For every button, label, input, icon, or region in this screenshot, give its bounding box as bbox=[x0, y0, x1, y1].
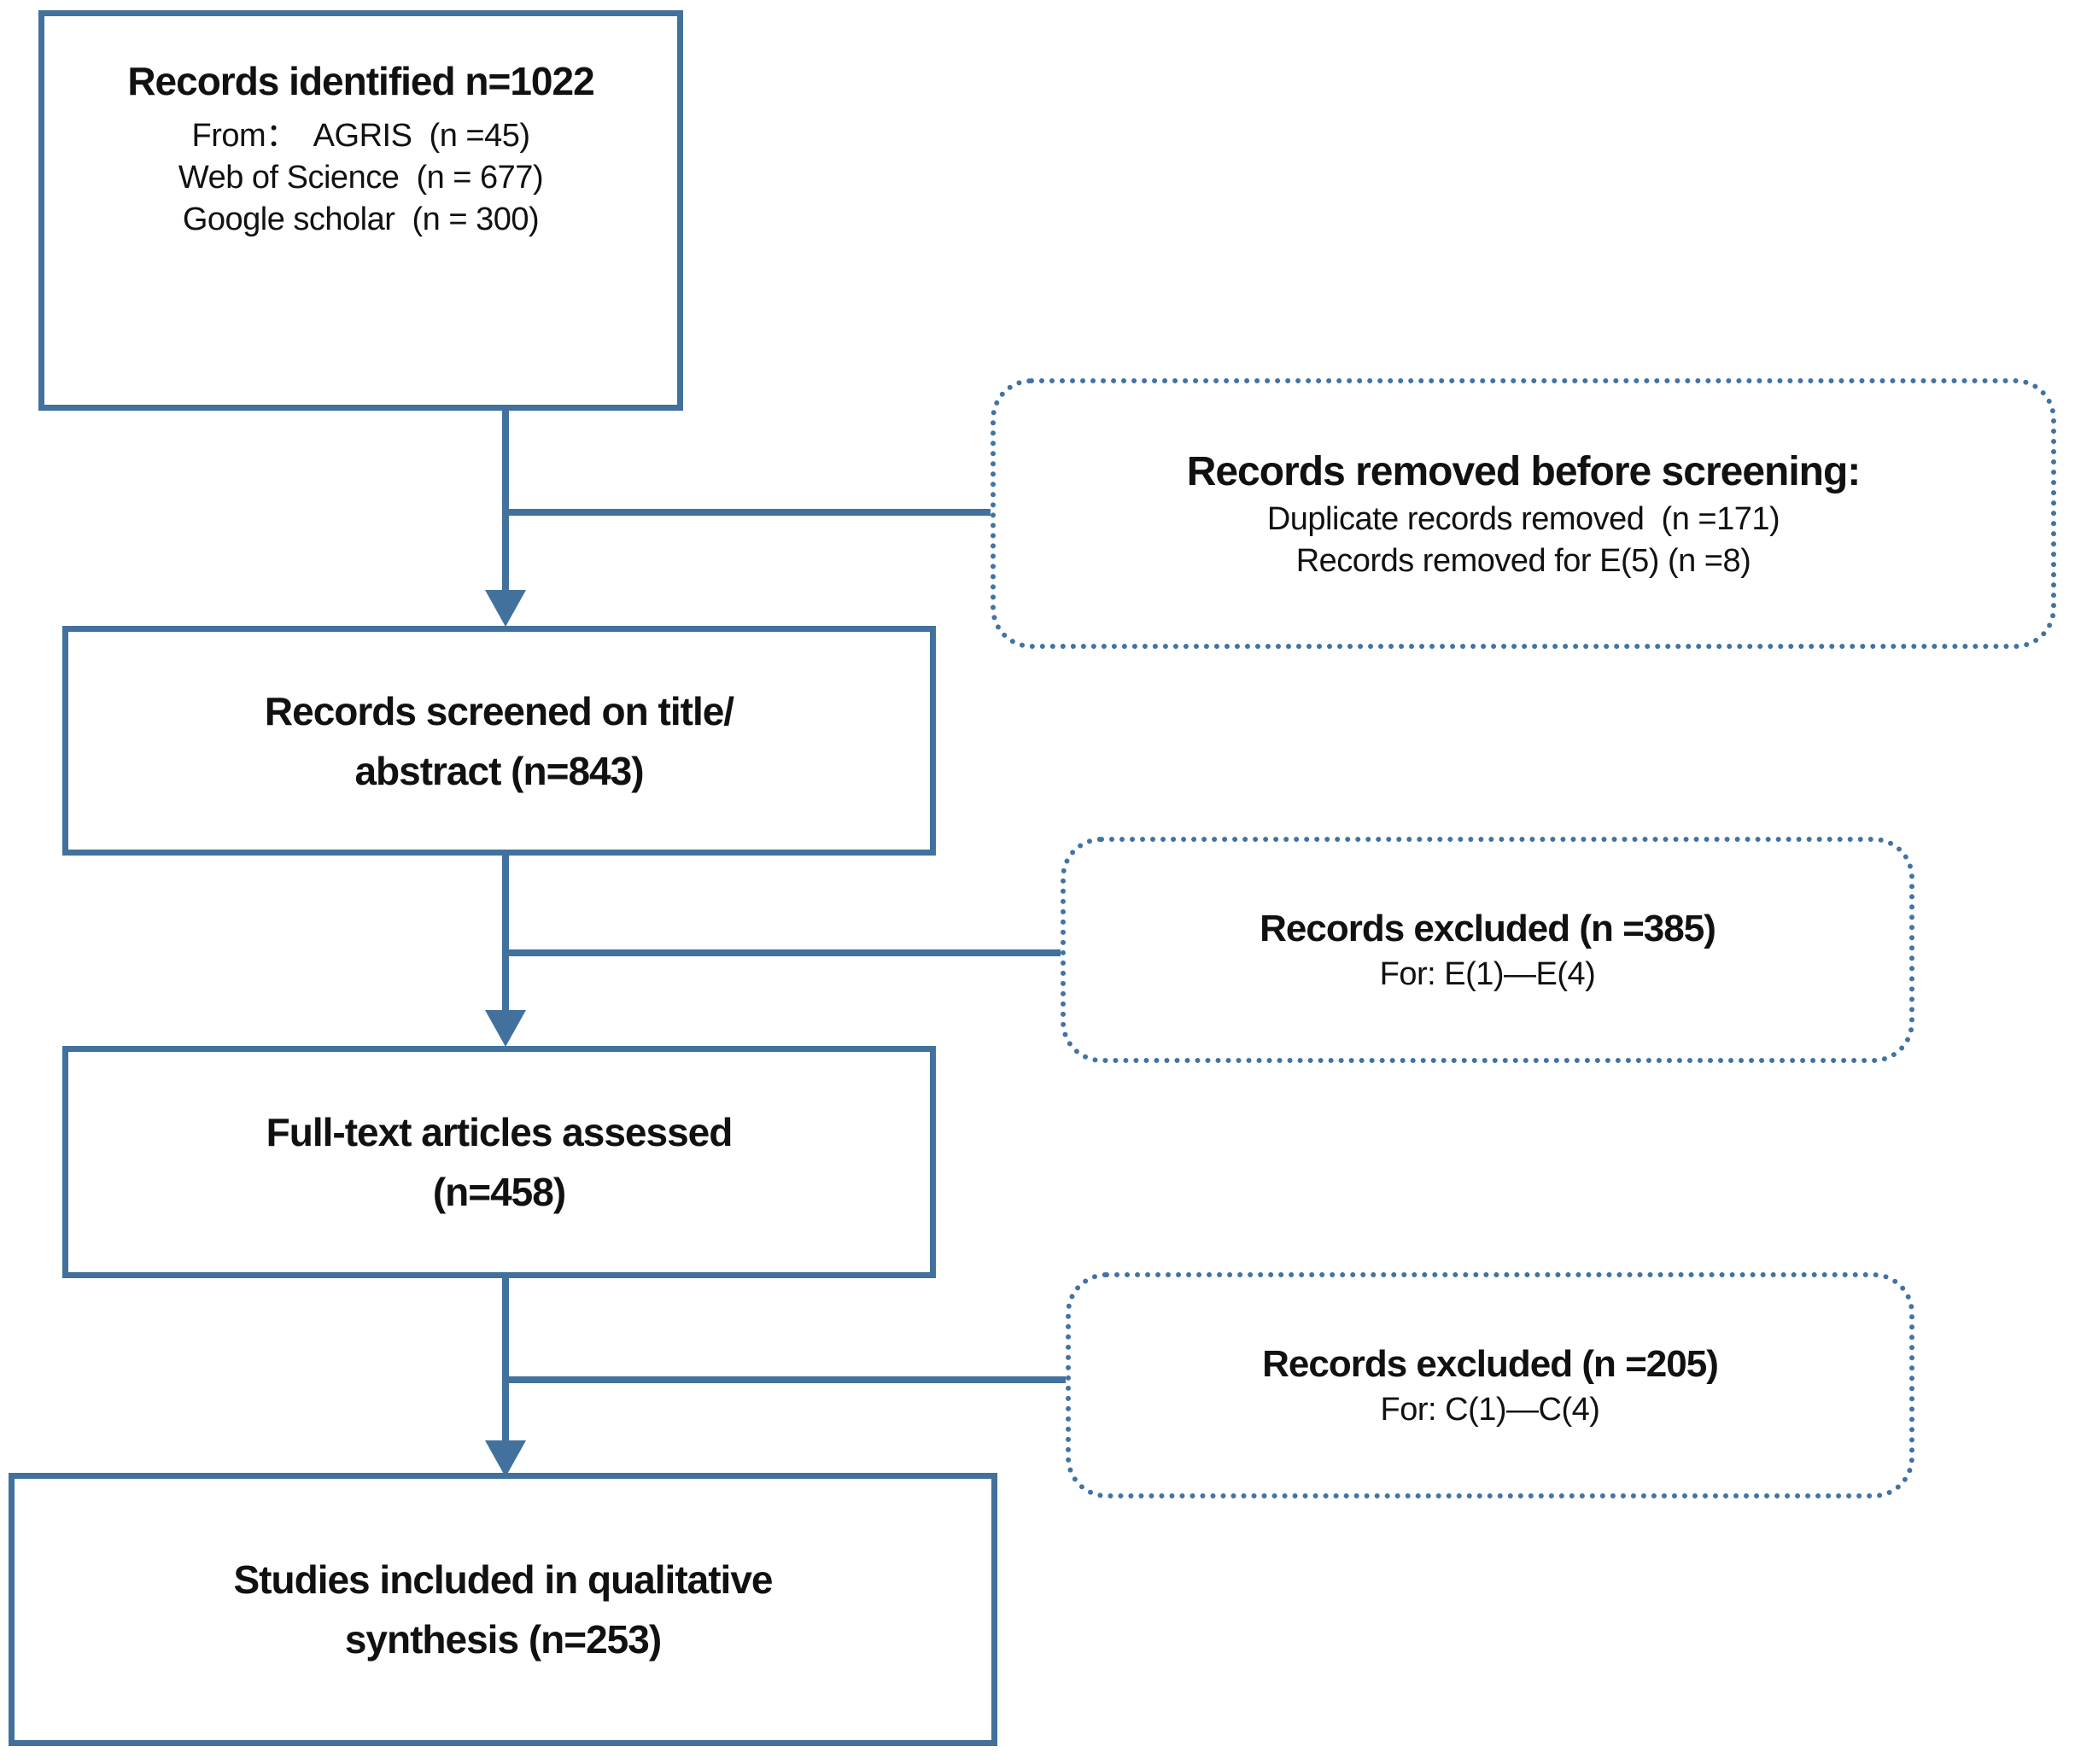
box-records-excluded-fulltext: Records excluded (n =205) For: C(1)—C(4) bbox=[1066, 1272, 1914, 1498]
box-studies-included: Studies included in qualitative synthesi… bbox=[9, 1473, 997, 1746]
excluded-for-e1-e4-line: For: E(1)—E(4) bbox=[1379, 956, 1596, 992]
excluded-for-c1-c4-line: For: C(1)—C(4) bbox=[1380, 1392, 1600, 1428]
arrowhead-screened-icon bbox=[485, 590, 526, 627]
records-removed-title: Records removed before screening: bbox=[1186, 448, 1862, 494]
fulltext-assessed-line1: Full-text articles assessed bbox=[266, 1110, 734, 1154]
duplicates-removed-line: Duplicate records removed (n =171) bbox=[1266, 500, 1780, 537]
records-excluded-205-title: Records excluded (n =205) bbox=[1262, 1343, 1719, 1385]
studies-included-line2: synthesis (n=253) bbox=[344, 1617, 662, 1662]
connector-branch-removed bbox=[506, 509, 997, 516]
box-records-excluded-screening: Records excluded (n =385) For: E(1)—E(4) bbox=[1061, 837, 1914, 1063]
connector-screened-to-fulltext bbox=[502, 853, 509, 1015]
connector-branch-excluded-1 bbox=[506, 949, 1066, 956]
records-identified-title: Records identified n=1022 bbox=[127, 59, 594, 103]
arrowhead-included-icon bbox=[485, 1440, 526, 1477]
connector-branch-excluded-2 bbox=[506, 1376, 1071, 1383]
box-records-screened: Records screened on title/ abstract (n=8… bbox=[62, 626, 936, 856]
box-records-removed-before-screening: Records removed before screening: Duplic… bbox=[991, 378, 2056, 649]
source-google-scholar: Google scholar (n = 300) bbox=[182, 202, 540, 237]
studies-included-line1: Studies included in qualitative bbox=[233, 1557, 774, 1602]
source-agris: From： AGRIS (n =45) bbox=[191, 118, 531, 154]
box-records-identified: Records identified n=1022 From： AGRIS (n… bbox=[38, 10, 683, 411]
records-excluded-385-title: Records excluded (n =385) bbox=[1260, 908, 1716, 949]
arrowhead-fulltext-icon bbox=[485, 1010, 526, 1047]
source-web-of-science: Web of Science (n = 677) bbox=[178, 160, 544, 196]
fulltext-assessed-line2: (n=458) bbox=[432, 1170, 566, 1214]
removed-e5-line: Records removed for E(5) (n =8) bbox=[1295, 542, 1751, 579]
connector-fulltext-to-included bbox=[502, 1276, 509, 1443]
box-fulltext-assessed: Full-text articles assessed (n=458) bbox=[62, 1046, 936, 1278]
connector-identified-to-screened bbox=[502, 408, 509, 596]
records-screened-line1: Records screened on title/ bbox=[264, 688, 734, 733]
records-screened-line2: abstract (n=843) bbox=[354, 748, 644, 793]
